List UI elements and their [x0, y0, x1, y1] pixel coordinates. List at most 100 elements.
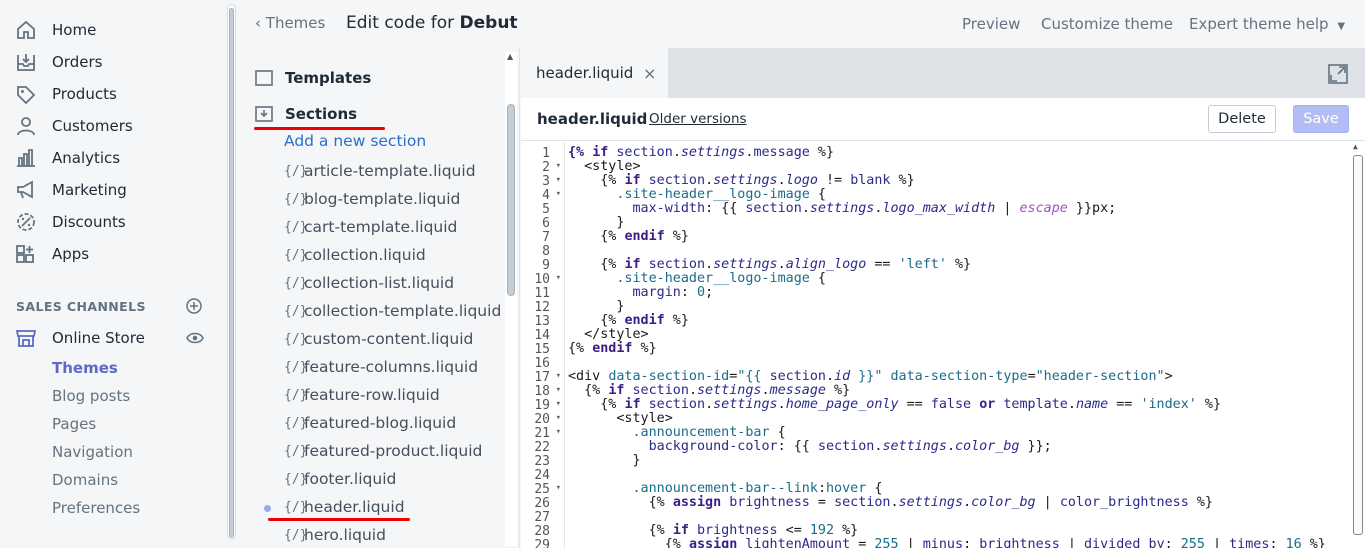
- file-item-article-template[interactable]: {/}article-template.liquid: [284, 159, 476, 183]
- file-item-featured-blog[interactable]: {/}featured-blog.liquid: [284, 411, 456, 435]
- nav-label-apps: Apps: [52, 245, 90, 263]
- nav-item-analytics[interactable]: Analytics: [0, 142, 226, 174]
- line-number: 5: [542, 202, 550, 217]
- nav-label-home: Home: [52, 21, 97, 39]
- tree-scroll-thumb[interactable]: [507, 104, 515, 296]
- liquid-file-icon: {/}: [284, 359, 308, 375]
- line-number: 12: [534, 300, 550, 315]
- code-line-6: }: [568, 215, 625, 230]
- save-button[interactable]: Save: [1293, 105, 1349, 133]
- close-icon[interactable]: ×: [643, 63, 657, 83]
- code-scroll-up-arrow-icon[interactable]: ▲: [1353, 142, 1358, 151]
- file-header: header.liquid Older versions Delete Save: [521, 98, 1365, 141]
- nav-item-customers[interactable]: Customers: [0, 110, 226, 142]
- code-line-4: .site-header__logo-image {: [616, 187, 826, 202]
- code-line-19: {% if section.settings.home_page_only ==…: [568, 397, 1222, 412]
- nav-label-orders: Orders: [52, 53, 103, 71]
- line-number: 6: [542, 216, 550, 231]
- file-item-footer[interactable]: {/}footer.liquid: [284, 467, 396, 491]
- older-versions-link[interactable]: Older versions: [649, 111, 747, 127]
- editor-tab-bar: header.liquid ×: [521, 48, 1365, 98]
- liquid-file-icon: {/}: [284, 471, 308, 487]
- file-name: blog-template.liquid: [304, 190, 461, 208]
- fold-arrow-icon[interactable]: ▾: [555, 161, 561, 171]
- nav-item-marketing[interactable]: Marketing: [0, 174, 226, 206]
- file-item-collection-list[interactable]: {/}collection-list.liquid: [284, 271, 454, 295]
- orders-icon: [17, 54, 35, 71]
- code-line-7: {% endif %}: [568, 229, 689, 244]
- nav-sub-navigation[interactable]: Navigation: [52, 443, 133, 461]
- fold-arrow-icon[interactable]: ▾: [555, 175, 561, 185]
- nav-item-orders[interactable]: Orders: [0, 46, 226, 78]
- fold-arrow-icon[interactable]: ▾: [555, 371, 561, 381]
- code-line-2: <style>: [568, 159, 641, 174]
- nav-sub-blog-posts[interactable]: Blog posts: [52, 387, 131, 405]
- customize-theme-link[interactable]: Customize theme: [1041, 15, 1173, 33]
- file-item-cart-template[interactable]: {/}cart-template.liquid: [284, 215, 457, 239]
- fold-arrow-icon[interactable]: ▾: [555, 483, 561, 493]
- preview-link[interactable]: Preview: [962, 15, 1021, 33]
- nav-sub-themes[interactable]: Themes: [52, 359, 118, 377]
- scroll-up-arrow-icon[interactable]: ▲: [507, 52, 514, 61]
- delete-button[interactable]: Delete: [1208, 105, 1276, 133]
- nav-sub-domains[interactable]: Domains: [52, 471, 119, 489]
- code-line-18: {% if section.settings.message %}: [568, 383, 851, 398]
- line-number: 2: [542, 160, 550, 175]
- file-item-featured-product[interactable]: {/}featured-product.liquid: [284, 439, 482, 463]
- fold-arrow-icon[interactable]: ▾: [555, 189, 561, 199]
- file-item-collection-template[interactable]: {/}collection-template.liquid: [284, 299, 501, 323]
- sidebar-scroll-thumb[interactable]: [229, 8, 234, 538]
- line-number: 18: [534, 384, 550, 399]
- code-line-26: {% assign brightness = section.settings.…: [568, 495, 1213, 510]
- line-number: 4: [542, 188, 550, 203]
- nav-sub-preferences[interactable]: Preferences: [52, 499, 141, 517]
- current-file-name: header.liquid: [537, 110, 648, 128]
- code-scrollbar[interactable]: ▲: [1350, 142, 1365, 548]
- code-line-14: </style>: [568, 327, 649, 342]
- nav-item-apps[interactable]: Apps: [0, 238, 226, 270]
- line-number: 24: [534, 468, 550, 483]
- theme-name: Debut: [459, 13, 518, 33]
- top-bar: ‹ Themes Edit code for Debut Preview Cus…: [240, 0, 1365, 48]
- fold-arrow-icon[interactable]: ▾: [555, 273, 561, 283]
- file-item-collection[interactable]: {/}collection.liquid: [284, 243, 426, 267]
- liquid-file-icon: {/}: [284, 499, 308, 515]
- sidebar-scrollbar[interactable]: [227, 4, 236, 540]
- tree-scrollbar[interactable]: ▲: [505, 52, 517, 546]
- expert-help-dropdown[interactable]: Expert theme help ▼: [1189, 15, 1345, 33]
- file-item-custom-content[interactable]: {/}custom-content.liquid: [284, 327, 473, 351]
- sales-channels-heading: SALES CHANNELS: [16, 299, 146, 314]
- file-item-header[interactable]: {/}header.liquid: [284, 495, 405, 519]
- back-to-themes-link[interactable]: ‹ Themes: [255, 14, 325, 32]
- add-channel-plus-icon[interactable]: [186, 298, 202, 314]
- file-item-hero[interactable]: {/}hero.liquid: [284, 523, 386, 547]
- nav-label-products: Products: [52, 85, 117, 103]
- file-item-feature-columns[interactable]: {/}feature-columns.liquid: [284, 355, 478, 379]
- nav-item-discounts[interactable]: Discounts: [0, 206, 226, 238]
- file-item-feature-row[interactable]: {/}feature-row.liquid: [284, 383, 440, 407]
- fold-arrow-icon[interactable]: ▾: [555, 427, 561, 437]
- liquid-file-icon: {/}: [284, 331, 308, 347]
- code-scroll-thumb[interactable]: [1353, 155, 1363, 535]
- red-underline-annotation-file: [268, 518, 410, 521]
- nav-sub-pages[interactable]: Pages: [52, 415, 97, 433]
- tab-header-liquid[interactable]: header.liquid ×: [521, 48, 668, 98]
- file-name: cart-template.liquid: [304, 218, 458, 236]
- fold-arrow-icon[interactable]: ▾: [555, 399, 561, 409]
- line-number: 29: [534, 538, 550, 548]
- nav-item-products[interactable]: Products: [0, 78, 226, 110]
- line-number: 21: [534, 426, 550, 441]
- expand-icon[interactable]: [1328, 64, 1348, 84]
- add-new-section-link[interactable]: Add a new section: [284, 132, 427, 150]
- folder-templates[interactable]: Templates: [255, 69, 371, 87]
- folder-sections[interactable]: Sections: [255, 105, 357, 123]
- eye-icon[interactable]: [186, 332, 204, 344]
- fold-arrow-icon[interactable]: ▾: [555, 413, 561, 423]
- nav-item-online-store[interactable]: Online Store: [0, 322, 226, 354]
- expert-help-label: Expert theme help: [1189, 15, 1329, 33]
- file-item-blog-template[interactable]: {/}blog-template.liquid: [284, 187, 460, 211]
- fold-arrow-icon[interactable]: ▾: [555, 385, 561, 395]
- nav-item-home[interactable]: Home: [0, 14, 226, 46]
